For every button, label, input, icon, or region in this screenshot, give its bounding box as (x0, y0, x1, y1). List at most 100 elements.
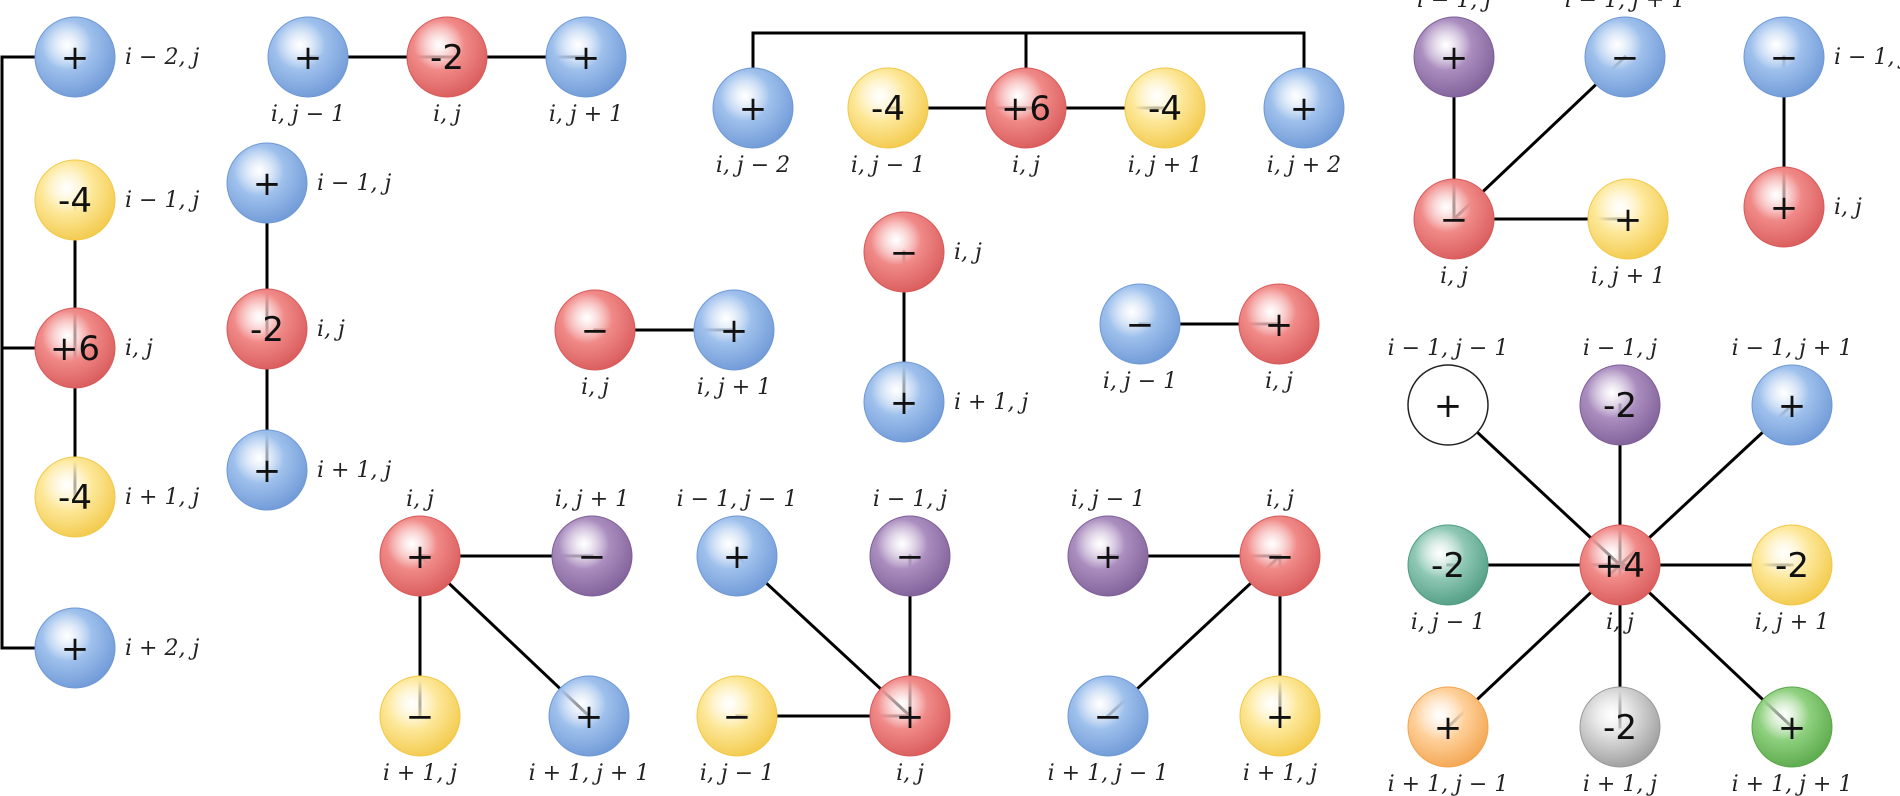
node-weight: − (1440, 200, 1469, 240)
node-circle (34, 607, 116, 689)
stencil-node: +i + 2, j (34, 607, 199, 689)
node-index-label: i − 1, j + 1 (1565, 0, 1686, 13)
node-index-label: i, j + 1 (1591, 264, 1665, 289)
stencil-node: − i, j − 1 (696, 675, 778, 786)
stencil-node: −i + 1, j (379, 675, 461, 786)
node-weight: -2 (1431, 546, 1465, 586)
node-index-label: i − 1, j (317, 171, 391, 196)
stencil-node: + i − 1, j − 1 (1388, 336, 1509, 446)
node-index-label: i, j − 1 (1071, 487, 1145, 512)
node-index-label: i + 1, j − 1 (1048, 761, 1169, 786)
stencil-node: +i, j + 1 (1587, 178, 1669, 289)
node-index-label: i − 1, j (1583, 336, 1657, 361)
node-circle (1067, 675, 1149, 757)
node-index-label: i + 1, j (954, 390, 1028, 415)
node-weight: − (1126, 305, 1155, 345)
node-index-label: i + 1, j (383, 761, 457, 786)
node-index-label: i, j − 1 (700, 761, 774, 786)
node-index-label: i, j (406, 487, 434, 512)
node-circle (379, 675, 461, 757)
node-circle (696, 515, 778, 597)
node-index-label: i, j − 2 (716, 153, 790, 178)
stencil-node: +i, j + 1 (545, 16, 627, 127)
stencil-node: +i − 2, j (34, 16, 199, 98)
node-circle (1407, 524, 1489, 606)
node-index-label: i + 1, j − 1 (1388, 772, 1509, 796)
node-weight: + (1094, 537, 1123, 577)
stencil-node: +i + 1, j (863, 361, 1028, 443)
node-weight: − (1094, 697, 1123, 737)
node-index-label: i + 1, j (1583, 772, 1657, 796)
node-index-label: i, j (1265, 369, 1293, 394)
node-circle (1579, 524, 1661, 606)
node-index-label: i − 2, j (125, 45, 199, 70)
node-circle (1751, 524, 1833, 606)
node-index-label: i, j − 1 (1103, 369, 1177, 394)
node-weight: + (253, 451, 282, 491)
node-circle (1407, 364, 1489, 446)
node-circle (1579, 364, 1661, 446)
node-weight: + (294, 38, 323, 78)
stencil-node: + i, j − 2 (712, 67, 794, 178)
node-weight: − (723, 697, 752, 737)
node-circle (869, 515, 951, 597)
node-circle (379, 515, 461, 597)
node-index-label: i − 1, j − 1 (1388, 336, 1509, 361)
node-circle (1584, 16, 1666, 98)
stencil-node: +i + 1, j − 1 (1388, 686, 1509, 796)
node-index-label: i, j (1012, 153, 1040, 178)
node-circle (406, 16, 488, 98)
stencil-node: +i − 1, j − 1 (677, 487, 797, 597)
stencil-node: −i − 1, j + 1 (1565, 0, 1686, 98)
stencil-node: + i, j − 1 (267, 16, 349, 127)
node-index-label: i, j − 1 (271, 102, 345, 127)
node-weight: + (739, 89, 768, 129)
node-index-label: i + 1, j + 1 (529, 761, 650, 786)
stencil-node: -2 i, j (226, 288, 345, 370)
node-weight: + (723, 537, 752, 577)
node-index-label: i, j (433, 102, 461, 127)
stencil-node: +i + 1, j + 1 (1732, 686, 1852, 796)
node-weight: + (1434, 386, 1463, 426)
node-weight: − (890, 233, 919, 273)
stencil-node: −i − 1, j (869, 487, 951, 597)
stencil-node: −i, j (1413, 178, 1495, 289)
node-weight: -2 (1603, 386, 1637, 426)
node-weight: + (1265, 305, 1294, 345)
node-circle (712, 67, 794, 149)
node-circle (693, 289, 775, 371)
node-circle (863, 361, 945, 443)
node-index-label: i, j + 1 (1755, 610, 1829, 635)
node-circle (34, 456, 116, 538)
node-index-label: i, j + 2 (1267, 153, 1341, 178)
node-circle (1407, 686, 1489, 768)
node-weight: -2 (250, 310, 284, 350)
node-circle (863, 211, 945, 293)
node-weight: + (1778, 386, 1807, 426)
stencil-node: − i + 1, j − 1 (1048, 675, 1169, 786)
stencil-node: − i, j − 1 (1099, 283, 1181, 394)
node-index-label: i, j + 1 (555, 487, 629, 512)
stencil-node: +i, j + 2 (1263, 67, 1345, 178)
node-circle (1413, 178, 1495, 260)
bracket-vertical-5pt (0, 55, 37, 650)
stencil-node: +i + 1, j (1239, 675, 1321, 786)
bracket-horizontal-5pt (751, 31, 1306, 70)
node-index-label: i + 2, j (125, 636, 199, 661)
node-index-label: i, j (317, 317, 345, 342)
stencil-node: +i, j + 1 (693, 289, 775, 400)
node-circle (545, 16, 627, 98)
node-weight: + (1770, 188, 1799, 228)
node-weight: -2 (430, 38, 464, 78)
node-weight: -4 (871, 89, 905, 129)
node-circle (1238, 283, 1320, 365)
node-index-label: i − 1, j (1834, 45, 1900, 70)
node-weight: -4 (1148, 89, 1182, 129)
stencil-node: +i − 1, j (1413, 0, 1495, 98)
node-circle (1751, 364, 1833, 446)
stencil-node: +i, j (869, 675, 951, 786)
stencil-node: -2 i − 1, j (1579, 336, 1661, 446)
stencil-node: +4i, j (1579, 524, 1661, 635)
